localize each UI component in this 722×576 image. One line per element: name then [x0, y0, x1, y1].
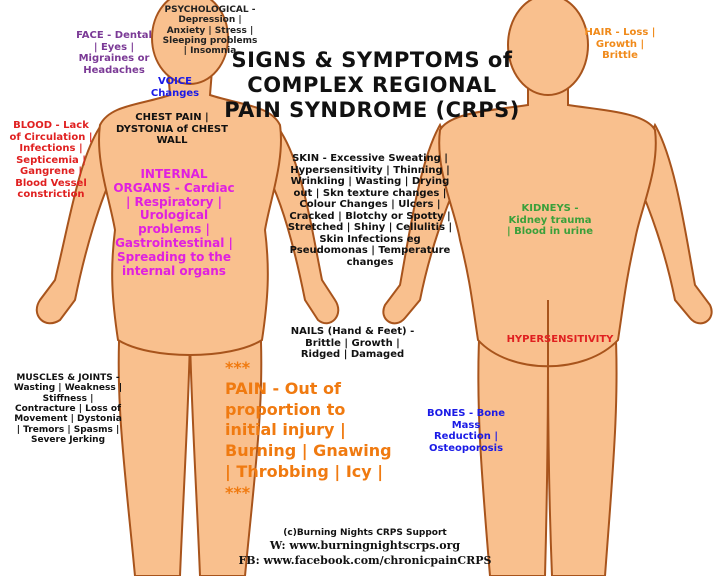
front-torso [98, 69, 282, 356]
kidneys-label: KIDNEYS - Kidney trauma | Blood in urine [507, 203, 593, 237]
facebook-link[interactable]: FB: www.facebook.com/chronicpainCRPS [238, 553, 492, 567]
face-label: FACE - Dental | Eyes | Migraines or Head… [76, 30, 152, 76]
title-line-3: PAIN SYNDROME (CRPS) [224, 98, 520, 123]
muscles-joints-label: MUSCLES & JOINTS - Wasting | Weakness | … [13, 373, 123, 446]
hair-label: HAIR - Loss | Growth | Brittle [584, 27, 656, 61]
internal-organs-label: INTERNAL ORGANS - Cardiac | Respiratory … [113, 167, 235, 278]
bones-label: BONES - Bone Mass Reduction | Osteoporos… [426, 408, 506, 454]
front-right-leg [188, 318, 263, 576]
back-right-leg [546, 318, 618, 576]
front-left-arm [35, 117, 117, 325]
pain-label: *** PAIN - Out of proportion to initial … [225, 358, 395, 504]
front-head [151, 0, 229, 85]
title-line-1: SIGNS & SYMPTOMS of [231, 48, 513, 72]
pain-stars-bottom: *** [225, 482, 251, 502]
nails-label: NAILS (Hand & Feet) - Brittle | Growth |… [290, 326, 415, 360]
pain-stars-top: *** [225, 358, 251, 377]
back-torso [438, 79, 657, 368]
pain-text: PAIN - Out of proportion to initial inju… [225, 378, 392, 481]
front-right-arm [263, 117, 340, 325]
back-head [507, 0, 589, 96]
title-line-2: COMPLEX REGIONAL [247, 73, 497, 98]
back-left-arm [382, 122, 462, 325]
copyright-text: (c)Burning Nights CRPS Support [283, 528, 447, 538]
front-left-leg [117, 318, 192, 576]
blood-label: BLOOD - Lack of Circulation | Infections… [9, 120, 93, 200]
voice-label: VOICE Changes [150, 76, 200, 99]
front-body-figure [35, 0, 340, 576]
credits: (c)Burning Nights CRPS Support W: www.bu… [225, 527, 505, 569]
chest-pain-label: CHEST PAIN | DYSTONIA of CHEST WALL [116, 112, 228, 146]
back-body-figure [382, 0, 713, 576]
hypersensitivity-label: HYPERSENSITIVITY [506, 334, 614, 345]
website-link[interactable]: W: www.burningnightscrps.org [269, 539, 461, 553]
psychological-label: PSYCHOLOGICAL - Depression | Anxiety | S… [162, 5, 258, 57]
back-right-arm [633, 122, 713, 325]
skin-label: SKIN - Excessive Sweating | Hypersensiti… [287, 153, 453, 268]
infographic-title: SIGNS & SYMPTOMS of COMPLEX REGIONAL PAI… [222, 48, 522, 124]
